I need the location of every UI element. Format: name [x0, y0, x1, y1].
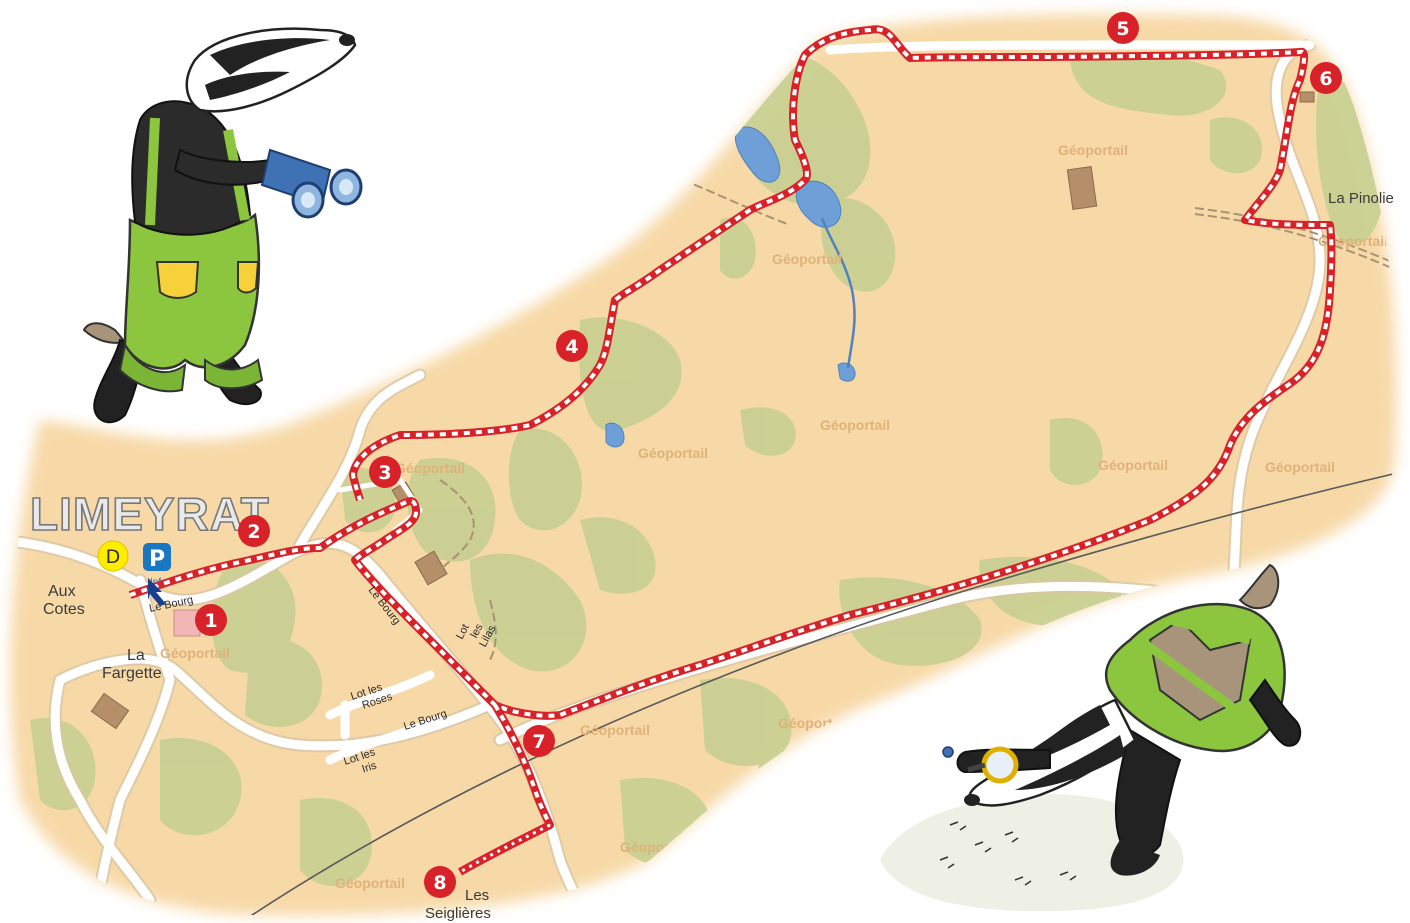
- parking-marker[interactable]: P Inf: [143, 543, 171, 606]
- svg-text:Géoportail: Géoportail: [638, 445, 708, 461]
- svg-text:Géoportail: Géoportail: [335, 875, 405, 891]
- waypoint-6[interactable]: 6: [1310, 62, 1342, 94]
- stream: [820, 217, 856, 369]
- hiking-trail: [128, 25, 1336, 876]
- svg-text:Géoportail: Géoportail: [1098, 457, 1168, 473]
- place-labels: LIMEYRAT Aux Cotes La Fargette La Pinoli…: [29, 190, 1394, 922]
- svg-text:Géoportail: Géoportail: [395, 460, 465, 476]
- svg-text:5: 5: [1116, 18, 1129, 40]
- buildings: [90, 91, 1315, 730]
- railway: [239, 469, 1397, 916]
- parking-label: P: [149, 547, 165, 572]
- svg-text:6: 6: [1319, 68, 1332, 90]
- waypoint-4[interactable]: 4: [556, 330, 588, 362]
- badger-binoculars-icon: [82, 27, 363, 424]
- svg-text:Géoportail: Géoportail: [620, 839, 690, 855]
- badger-magnifier-icon: [880, 563, 1302, 912]
- water: [605, 126, 856, 448]
- town-label: LIMEYRAT: [30, 488, 270, 540]
- svg-text:Géoportail: Géoportail: [772, 251, 842, 267]
- svg-text:7: 7: [532, 731, 545, 753]
- waypoint-8[interactable]: 8: [424, 866, 456, 898]
- place-la-pinolie: La Pinolie: [1328, 190, 1394, 207]
- forest-patches: [30, 52, 1386, 887]
- place-la-fargette: La Fargette: [102, 647, 162, 682]
- binoculars-icon: [260, 148, 363, 219]
- svg-text:Géoportail: Géoportail: [778, 715, 848, 731]
- waypoint-3[interactable]: 3: [369, 456, 401, 488]
- start-icon: [97, 540, 129, 572]
- waypoint-1[interactable]: 1: [195, 604, 227, 636]
- svg-text:Géoportail: Géoportail: [160, 645, 230, 661]
- svg-text:3: 3: [378, 462, 391, 484]
- start-label: D: [106, 546, 121, 568]
- svg-text:Géoportail: Géoportail: [820, 417, 890, 433]
- town-hall: [173, 609, 201, 637]
- svg-text:8: 8: [433, 872, 446, 894]
- svg-text:Géoportail: Géoportail: [1265, 459, 1335, 475]
- place-les-seiglieres: Les Seiglières: [425, 887, 493, 922]
- parking-icon: [143, 543, 171, 571]
- place-aux-cotes: Aux Cotes: [43, 583, 85, 618]
- waypoints: 1 2 3 4 5 6 7 8: [195, 12, 1342, 898]
- start-marker[interactable]: D: [97, 540, 129, 572]
- magnifier-icon: [967, 746, 1019, 784]
- svg-text:Géoportail: Géoportail: [1318, 233, 1388, 249]
- watermarks: Géoportail Géoportail Géoportail Géoport…: [160, 142, 1388, 891]
- waypoint-2[interactable]: 2: [238, 515, 270, 547]
- svg-text:Géoportail: Géoportail: [580, 722, 650, 738]
- svg-text:1: 1: [204, 610, 217, 632]
- svg-text:Géoportail: Géoportail: [1058, 142, 1128, 158]
- svg-text:2: 2: [247, 521, 260, 543]
- terrain: [10, 14, 1397, 916]
- svg-text:4: 4: [565, 336, 578, 358]
- info-arrow-icon: [148, 578, 166, 606]
- info-label: Inf: [150, 577, 161, 588]
- waypoint-5[interactable]: 5: [1107, 12, 1139, 44]
- waypoint-7[interactable]: 7: [523, 725, 555, 757]
